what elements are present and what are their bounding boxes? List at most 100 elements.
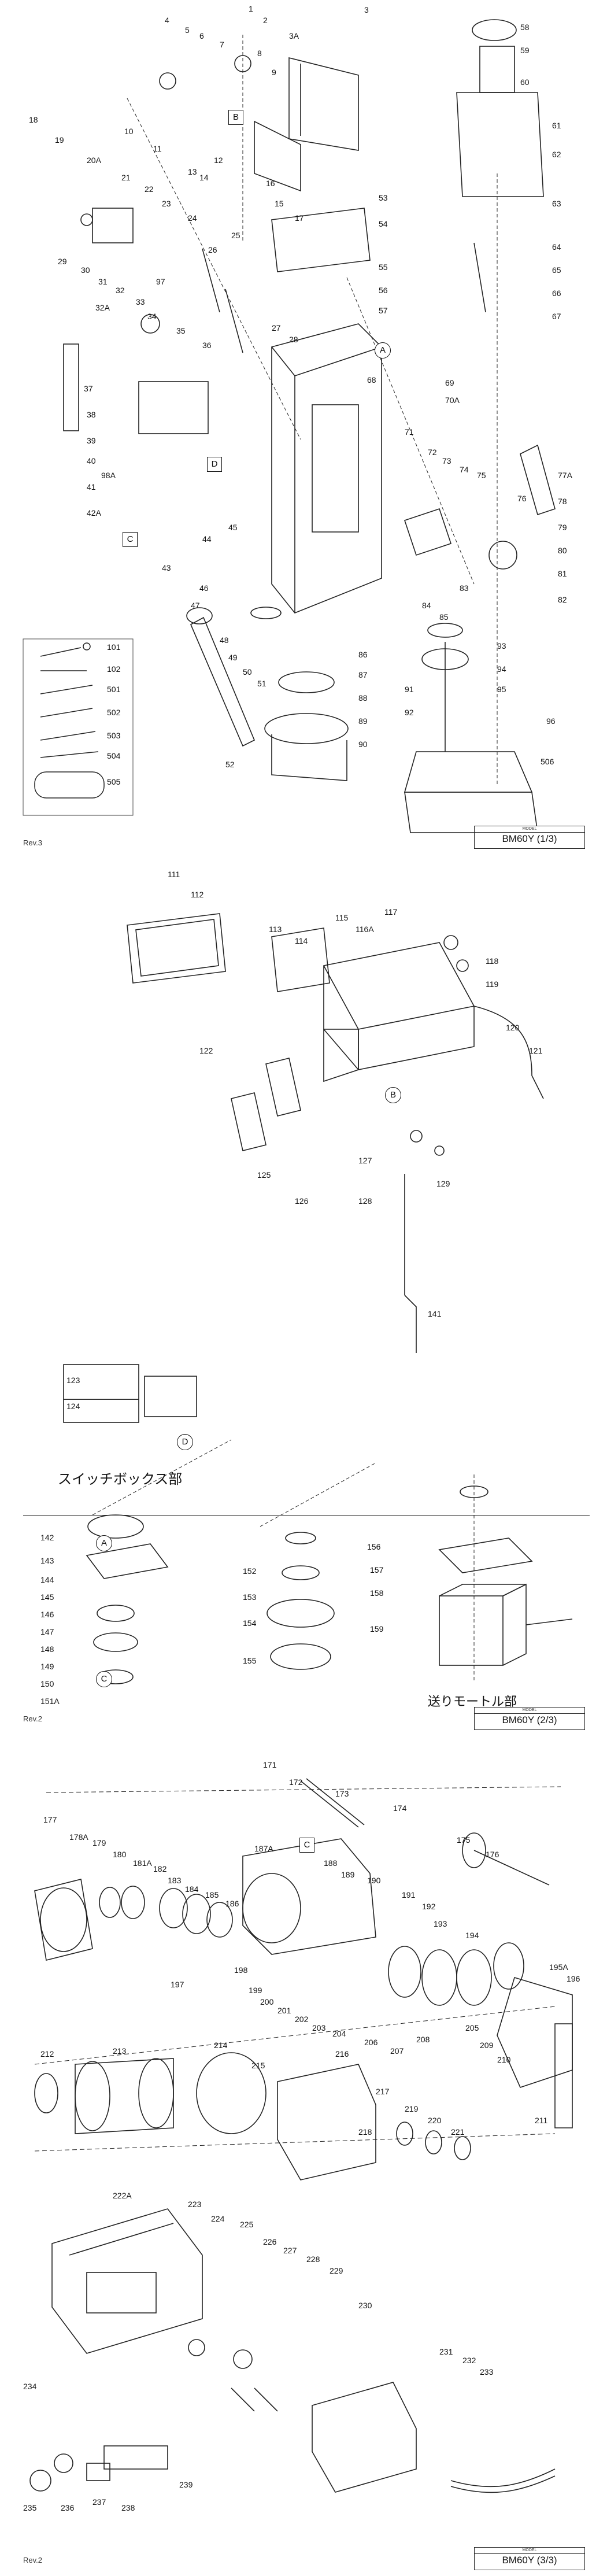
callout: 42A [87,508,101,518]
callout: 46 [199,583,209,593]
callout: 199 [249,1986,262,1995]
callout: 43 [162,563,171,572]
callout: 21 [121,173,131,182]
callout: 4 [165,16,169,25]
callout: 57 [379,306,388,315]
callout: 504 [107,751,121,760]
callout: 3A [289,31,299,40]
callout: 3 [364,5,369,14]
callout: 45 [228,523,238,532]
callout: 185 [205,1890,219,1899]
callout: 115 [335,913,349,922]
marker-a: A [375,342,391,359]
callout: 12 [214,156,223,165]
callout: 116A [356,925,374,934]
callout: 64 [552,242,561,252]
callout: 53 [379,193,388,202]
callout: 126 [295,1196,309,1206]
callout: 102 [107,664,121,674]
sheet-2-drawing [63,913,573,1684]
callout: 38 [87,410,96,419]
callout: 36 [202,341,212,350]
sheet-3-drawing [29,1778,573,2493]
callout: 50 [243,667,252,677]
callout: 211 [535,2116,548,2125]
callout: 92 [405,708,414,717]
callout: 84 [422,601,431,610]
callout: 158 [370,1588,384,1598]
callout: 150 [40,1679,54,1688]
callout: 190 [367,1876,381,1885]
callout: 75 [477,471,486,480]
callout: 147 [40,1627,54,1636]
marker-c: C [299,1838,314,1853]
model-number: BM60Y (1/3) [502,833,557,844]
callout: 90 [358,740,368,749]
callout: 127 [358,1156,372,1165]
callout: 178A [69,1832,88,1842]
callout: 215 [251,2061,265,2070]
callout: 29 [58,257,67,266]
callout: 232 [462,2356,476,2365]
callout: 152 [243,1566,257,1576]
callout: 146 [40,1610,54,1619]
callout: 32A [95,303,110,312]
callout: 112 [191,890,204,899]
callout: 205 [465,2023,479,2032]
callout: 70A [445,396,460,405]
sheet-2: スイッチボックス部 送りモートル部 A B C D 111 112 113 11… [0,856,607,1735]
callout: 229 [330,2266,343,2275]
callout: 91 [405,685,414,694]
callout: 14 [199,173,209,182]
callout: 68 [367,375,376,385]
callout: 501 [107,685,121,694]
callout: 187A [254,1844,273,1853]
callout: 149 [40,1662,54,1671]
model-header: MODEL [475,2548,584,2554]
callout: 159 [370,1624,384,1633]
callout: 22 [145,184,154,194]
callout: 5 [185,25,190,35]
callout: 2 [263,16,268,25]
callout: 122 [199,1046,213,1055]
callout: 227 [283,2246,297,2255]
callout: 235 [23,2503,37,2512]
callout: 11 [153,144,162,153]
callout: 210 [497,2055,511,2064]
callout: 87 [358,670,368,679]
callout: 113 [269,925,282,934]
callout: 216 [335,2049,349,2058]
callout: 13 [188,167,197,176]
callout: 85 [439,612,449,622]
callout: 98A [101,471,116,480]
callout: 34 [147,312,157,321]
callout: 69 [445,378,454,387]
callout: 198 [234,1965,248,1975]
switch-box-section-label: スイッチボックス部 [58,1471,183,1487]
callout: 184 [185,1884,199,1894]
callout: 27 [272,323,281,332]
callout: 174 [393,1803,407,1813]
callout: 172 [289,1777,303,1787]
marker-a: A [96,1535,112,1551]
callout: 6 [199,31,204,40]
model-header: MODEL [475,826,584,833]
callout: 142 [40,1533,54,1542]
callout: 120 [506,1023,520,1032]
model-number: BM60Y (2/3) [502,1714,557,1725]
callout: 196 [567,1974,580,1983]
callout: 15 [275,199,284,208]
callout: 78 [558,497,567,506]
callout: 59 [520,46,530,55]
callout: 188 [324,1858,338,1868]
callout: 10 [124,127,134,136]
section-divider [23,1515,590,1516]
callout: 48 [220,635,229,645]
callout: 236 [61,2503,75,2512]
callout: 121 [529,1046,543,1055]
callout: 505 [107,777,121,786]
callout: 218 [358,2127,372,2137]
marker-d: D [177,1434,193,1450]
callout: 118 [486,956,499,966]
callout: 54 [379,219,388,228]
